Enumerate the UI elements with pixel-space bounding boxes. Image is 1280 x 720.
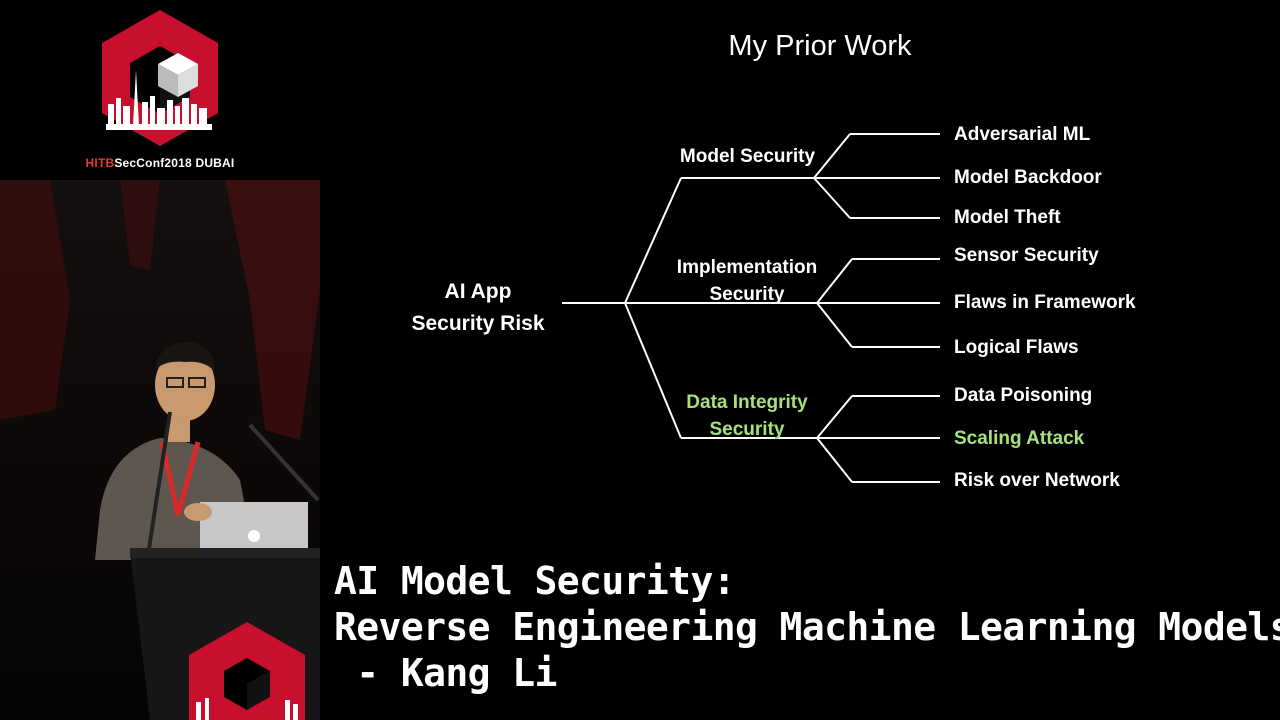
apple-logo-icon (248, 530, 260, 542)
talk-title-caption: AI Model Security:Reverse Engineering Ma… (334, 558, 1280, 696)
connector-model-theft (813, 177, 851, 219)
leaf-sensor-security: Sensor Security (954, 245, 1099, 266)
branch-data-integrity-label-line1: Data Integrity (686, 392, 808, 413)
leaf-flaws-in-framework: Flaws in Framework (954, 292, 1136, 313)
caption-line3: - Kang Li (334, 651, 557, 695)
connector-risk-network (816, 437, 853, 483)
leaf-logical-flaws: Logical Flaws (954, 337, 1079, 358)
root-node-line2: Security Risk (411, 312, 545, 335)
connector-adversarial-ml (813, 133, 851, 179)
leaf-model-theft: Model Theft (954, 207, 1061, 228)
speaker-video-panel (0, 180, 320, 720)
leaf-model-backdoor: Model Backdoor (954, 167, 1102, 188)
slide-title: My Prior Work (728, 30, 912, 62)
connector-root-data-integrity (624, 302, 682, 439)
branch-implementation-security: Implementation Security (652, 254, 842, 308)
root-node: AI App Security Risk (388, 276, 568, 340)
caption-line1: AI Model Security: (334, 559, 736, 603)
leaf-data-poisoning: Data Poisoning (954, 385, 1093, 406)
branch-implementation-label-line2: Security (709, 284, 785, 305)
branch-data-integrity-label-line2: Security (709, 419, 785, 440)
hitb-logo-icon (102, 10, 218, 146)
speaker-scene (0, 180, 320, 720)
connector-logical-flaws (816, 302, 853, 348)
connector-root-model-security (624, 177, 682, 304)
conference-caption: HITBSecConf2018 DUBAI (85, 156, 235, 170)
presentation-slide: My Prior Work (320, 0, 1280, 560)
branch-data-integrity-security: Data Integrity Security (657, 389, 837, 443)
connector-data-poisoning (816, 395, 853, 439)
conference-logo-panel: HITBSecConf2018 DUBAI (0, 0, 320, 180)
branch-implementation-label-line1: Implementation (676, 257, 818, 278)
caption-line2: Reverse Engineering Machine Learning Mod… (334, 605, 1280, 649)
leaf-scaling-attack: Scaling Attack (954, 428, 1085, 449)
root-node-line1: AI App (444, 280, 512, 303)
tree-diagram-connectors (562, 133, 940, 483)
branch-model-security-label: Model Security (679, 146, 816, 167)
leaf-risk-over-network: Risk over Network (954, 470, 1120, 491)
connector-sensor-security (816, 258, 853, 304)
leaf-adversarial-ml: Adversarial ML (954, 124, 1091, 145)
branch-model-security: Model Security (660, 145, 835, 169)
